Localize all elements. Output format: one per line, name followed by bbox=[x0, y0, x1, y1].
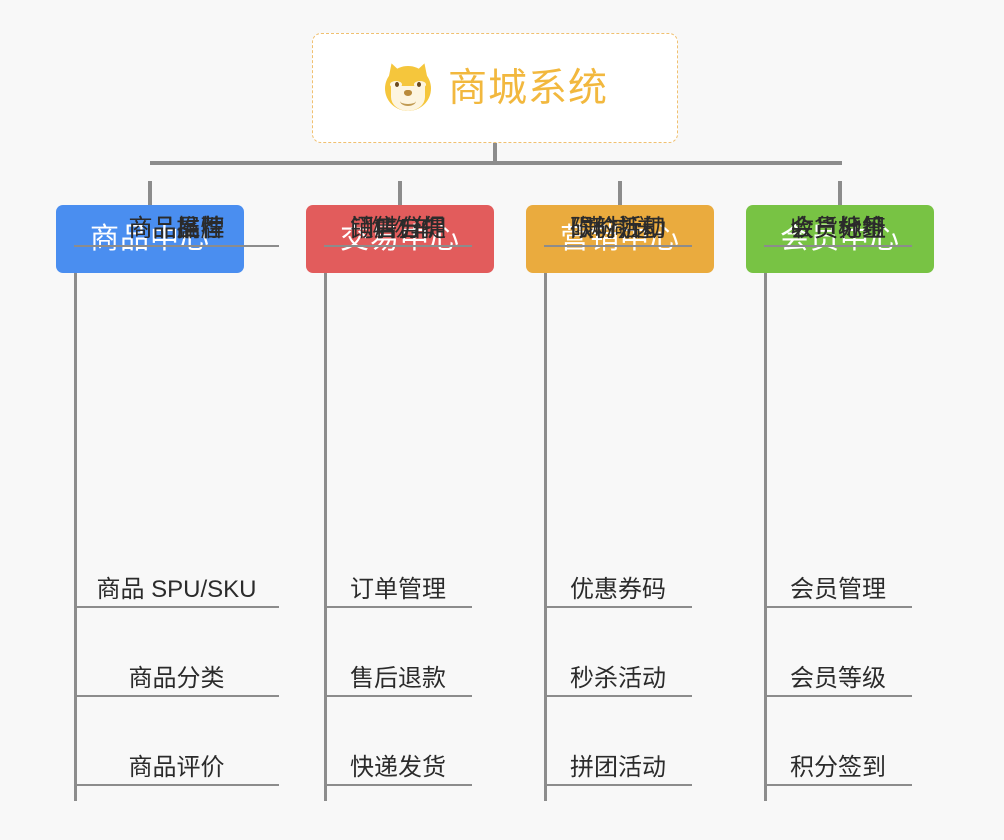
leaf-item[interactable]: 优惠券码 bbox=[544, 542, 692, 608]
category-header-会员中心[interactable]: 会员中心 bbox=[746, 205, 934, 273]
leaf-item[interactable]: 积分签到 bbox=[764, 720, 912, 786]
leaf-item[interactable]: 商品分类 bbox=[74, 631, 279, 697]
leaf-item[interactable]: 拼团活动 bbox=[544, 720, 692, 786]
leaf-label: 会员等级 bbox=[790, 665, 886, 692]
root-stem-connector bbox=[493, 143, 497, 165]
leaf-underline bbox=[544, 245, 692, 247]
root-title: 商城系统 bbox=[447, 66, 608, 110]
category-header-label: 商品中心 bbox=[89, 222, 210, 255]
leaf-item[interactable]: 售后退款 bbox=[324, 631, 472, 697]
category-header-label: 营销中心 bbox=[559, 222, 680, 255]
leaf-label: 拼团活动 bbox=[570, 754, 666, 781]
leaf-trunk-line bbox=[764, 273, 767, 801]
leaf-trunk-line bbox=[74, 273, 77, 801]
leaf-underline bbox=[324, 606, 472, 608]
category-header-营销中心[interactable]: 营销中心 bbox=[526, 205, 714, 273]
column-drop-connector bbox=[618, 181, 622, 205]
leaf-underline bbox=[74, 606, 279, 608]
leaf-underline bbox=[544, 606, 692, 608]
leaf-label: 砍价活动 bbox=[570, 215, 666, 242]
leaf-label: 收货地址 bbox=[790, 215, 886, 242]
leaf-item[interactable]: 会员等级 bbox=[764, 631, 912, 697]
leaf-item[interactable]: 收货地址 bbox=[764, 181, 912, 247]
leaf-trunk-line bbox=[544, 273, 547, 801]
leaf-underline bbox=[324, 784, 472, 786]
leaf-underline bbox=[74, 784, 279, 786]
leaf-item[interactable]: 销售分佣 bbox=[324, 181, 472, 247]
shiba-dog-face-icon bbox=[382, 60, 434, 114]
leaf-label: 快递发货 bbox=[350, 754, 446, 781]
leaf-underline bbox=[764, 606, 912, 608]
leaf-item[interactable]: 会员管理 bbox=[764, 542, 912, 608]
leaf-underline bbox=[324, 245, 472, 247]
category-header-交易中心[interactable]: 交易中心 bbox=[306, 205, 494, 273]
leaf-label: 商品属性 bbox=[128, 215, 225, 242]
leaf-trunk-line bbox=[324, 273, 327, 801]
leaf-underline bbox=[764, 245, 912, 247]
leaf-underline bbox=[544, 695, 692, 697]
leaf-underline bbox=[324, 695, 472, 697]
leaf-label: 商品分类 bbox=[128, 665, 225, 692]
column-drop-connector bbox=[838, 181, 842, 205]
category-header-label: 交易中心 bbox=[339, 222, 460, 255]
horizontal-bus-connector bbox=[150, 161, 842, 165]
leaf-item[interactable]: 秒杀活动 bbox=[544, 631, 692, 697]
leaf-label: 秒杀活动 bbox=[570, 665, 666, 692]
category-header-商品中心[interactable]: 商品中心 bbox=[56, 205, 244, 273]
leaf-label: 会员标签 bbox=[790, 215, 886, 242]
leaf-label: 售后退款 bbox=[350, 665, 446, 692]
category-header-label: 会员中心 bbox=[779, 222, 900, 255]
leaf-item[interactable]: 商品品牌 bbox=[74, 181, 279, 247]
leaf-underline bbox=[74, 245, 279, 247]
column-drop-connector bbox=[398, 181, 402, 205]
leaf-label: 商品 SPU/SKU bbox=[96, 576, 257, 603]
leaf-label: 商品品牌 bbox=[128, 215, 225, 242]
leaf-label: 商品推荐 bbox=[128, 215, 225, 242]
leaf-label: 优惠券码 bbox=[570, 576, 666, 603]
leaf-item[interactable]: 订单管理 bbox=[324, 542, 472, 608]
leaf-label: 积分签到 bbox=[790, 754, 886, 781]
root-node[interactable]: 商城系统 bbox=[312, 33, 678, 143]
leaf-item[interactable]: 满减送 bbox=[544, 181, 692, 247]
column-drop-connector bbox=[148, 181, 152, 205]
leaf-label: 商品评价 bbox=[128, 754, 225, 781]
leaf-underline bbox=[764, 784, 912, 786]
leaf-label: 订单管理 bbox=[350, 576, 446, 603]
leaf-label: 限时折扣 bbox=[570, 215, 666, 242]
leaf-underline bbox=[544, 784, 692, 786]
leaf-label: 购物车 bbox=[362, 215, 434, 242]
leaf-item[interactable]: 商品 SPU/SKU bbox=[74, 542, 279, 608]
leaf-label: 销售分佣 bbox=[350, 215, 446, 242]
leaf-label: 会员分组 bbox=[790, 215, 886, 242]
leaf-label: 满减送 bbox=[582, 215, 654, 242]
leaf-item[interactable]: 商品评价 bbox=[74, 720, 279, 786]
leaf-label: 会员管理 bbox=[790, 576, 886, 603]
leaf-underline bbox=[74, 695, 279, 697]
leaf-underline bbox=[764, 695, 912, 697]
leaf-item[interactable]: 快递发货 bbox=[324, 720, 472, 786]
leaf-label: 门店自提 bbox=[350, 215, 446, 242]
